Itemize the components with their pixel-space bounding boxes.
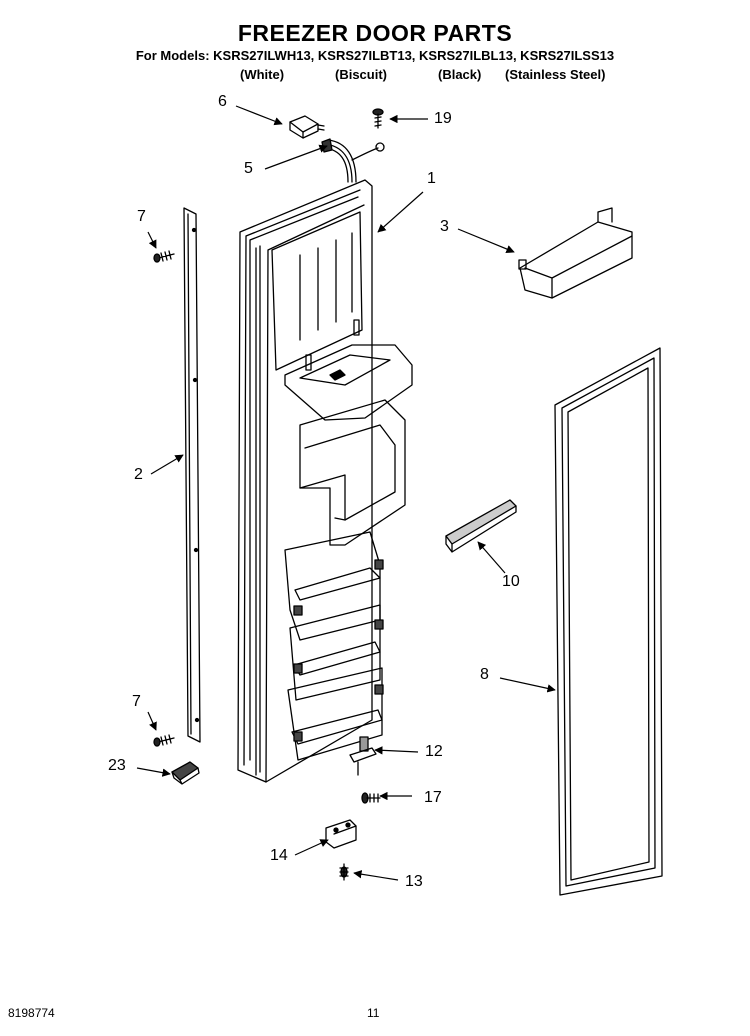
callout-12: 12	[425, 743, 443, 760]
trim-strip-part-2	[183, 207, 201, 743]
cap-part-23	[171, 761, 200, 785]
callout-14: 14	[270, 847, 288, 864]
callout-8: 8	[480, 666, 489, 683]
screw-part-7-top	[153, 250, 175, 263]
color-black: (Black)	[438, 67, 482, 82]
color-stainless-steel: (Stainless Steel)	[505, 67, 606, 82]
callout-19: 19	[434, 110, 452, 127]
callout-7-top: 7	[137, 208, 146, 225]
callout-6: 6	[218, 93, 227, 110]
callout-3: 3	[440, 218, 449, 235]
bin-part-3	[518, 207, 633, 299]
callout-13: 13	[405, 873, 423, 890]
door-liner-part-1	[237, 179, 413, 783]
callout-2: 2	[134, 466, 143, 483]
document-number: 8198774	[8, 1006, 55, 1020]
screw-part-7-bottom	[153, 734, 175, 747]
color-white: (White)	[240, 67, 285, 82]
callout-23: 23	[108, 757, 126, 774]
page-title: FREEZER DOOR PARTS	[237, 20, 513, 46]
leader-lines	[136, 105, 556, 881]
clip-part-10	[445, 499, 517, 553]
screw-part-13	[339, 863, 349, 881]
callout-10: 10	[502, 573, 520, 590]
gasket-part-8	[554, 347, 663, 896]
hinge-part-14	[325, 819, 357, 849]
wire-harness-part-5	[321, 138, 385, 183]
color-biscuit: (Biscuit)	[335, 67, 387, 82]
model-list: For Models: KSRS27ILWH13, KSRS27ILBT13, …	[135, 48, 615, 63]
callout-1: 1	[427, 170, 436, 187]
callout-7-bottom: 7	[132, 693, 141, 710]
page-number: 11	[367, 1006, 380, 1020]
screw-part-17	[361, 792, 381, 804]
callout-17: 17	[424, 789, 442, 806]
callout-5: 5	[244, 160, 253, 177]
connector-part-6	[289, 115, 325, 139]
screw-part-19	[372, 108, 384, 129]
